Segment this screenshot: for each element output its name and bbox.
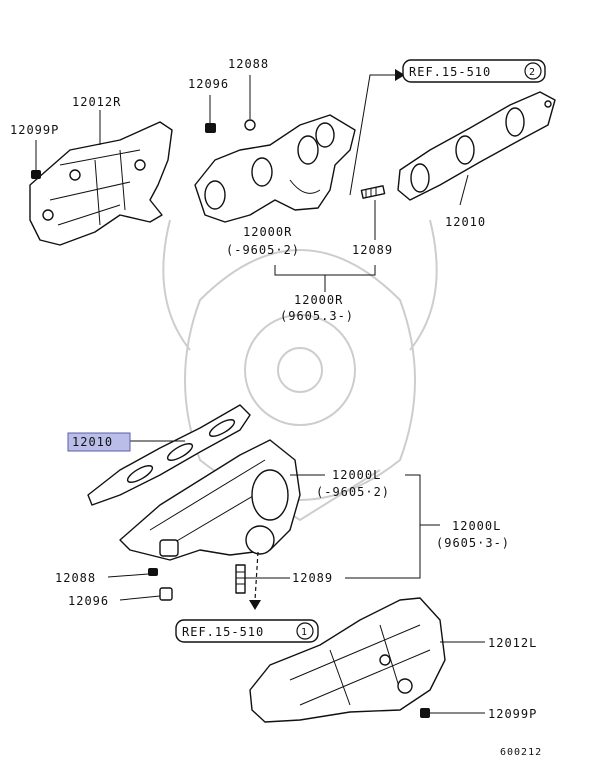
label-12096-bottom: 12096 [68, 594, 109, 608]
highlight-box-12010 [67, 432, 131, 452]
figure-code: 600212 [500, 747, 542, 758]
ref-label-top[interactable]: REF.15-510 [409, 65, 491, 79]
ref-num-top: 2 [529, 67, 536, 78]
label-12099P-top: 12099P [10, 123, 59, 137]
ref-box-bottom[interactable] [175, 619, 319, 643]
label-12000R-a: 12000R [243, 225, 292, 239]
stud-12089-top[interactable] [360, 185, 386, 199]
label-12012R: 12012R [72, 95, 121, 109]
ref-num-bottom: 1 [301, 627, 308, 638]
arrow-to-ref-bottom [249, 600, 261, 610]
label-12088-bottom: 12088 [55, 571, 96, 585]
label-12000R-b: 12000R [294, 293, 343, 307]
nut-12099p-top[interactable] [31, 170, 41, 179]
watermark-emblem [162, 219, 438, 522]
gasket-12010-bottom[interactable] [87, 404, 251, 506]
label-12099P-bottom: 12099P [488, 707, 537, 721]
stud-12089-bottom[interactable] [235, 564, 246, 594]
label-12000L-b-range: (9605·3-) [436, 536, 510, 550]
heat-protector-left[interactable] [249, 597, 446, 723]
label-12089-top: 12089 [352, 243, 393, 257]
label-12089-bottom: 12089 [292, 571, 333, 585]
label-12088-top: 12088 [228, 57, 269, 71]
ref-label-bottom[interactable]: REF.15-510 [182, 625, 264, 639]
label-12012L: 12012L [488, 636, 537, 650]
label-12000L-a: 12000L [332, 468, 381, 482]
nut-12096-top[interactable] [205, 123, 216, 133]
washer-12088-top[interactable] [244, 119, 256, 131]
label-12010-highlight[interactable]: 12010 [72, 435, 113, 449]
nut-12099p-bottom[interactable] [420, 708, 430, 718]
label-12000R-a-range: (-9605·2) [226, 243, 300, 257]
washer-12088-bottom[interactable] [148, 568, 158, 576]
exhaust-manifold-left[interactable] [119, 439, 301, 561]
heat-protector-right[interactable] [29, 121, 173, 246]
label-12096-top: 12096 [188, 77, 229, 91]
ref-box-top[interactable] [402, 59, 546, 83]
label-12000R-b-range: (9605.3-) [280, 309, 354, 323]
label-12000L-b: 12000L [452, 519, 501, 533]
exhaust-manifold-right[interactable] [194, 114, 356, 223]
label-12010-top: 12010 [445, 215, 486, 229]
gasket-12010-top[interactable] [397, 91, 556, 201]
nut-12096-bottom[interactable] [159, 587, 173, 601]
label-12000L-a-range: (-9605·2) [316, 485, 390, 499]
arrow-to-ref-top [395, 69, 405, 81]
